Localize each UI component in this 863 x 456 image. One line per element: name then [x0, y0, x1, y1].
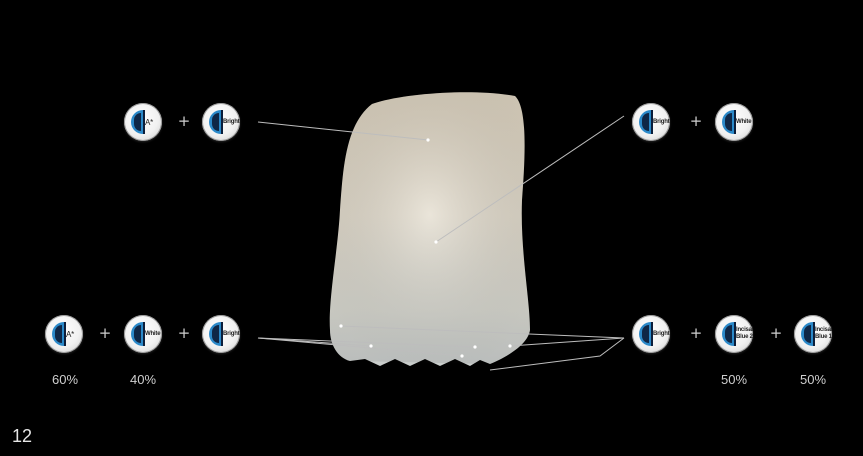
shade-swatch-icon	[52, 322, 66, 346]
ratio-label: 60%	[40, 372, 90, 387]
ratio-label: 40%	[118, 372, 168, 387]
plus-sign: +	[97, 324, 113, 342]
plus-sign: +	[176, 112, 192, 130]
shade-swatch-icon	[722, 110, 736, 134]
shade-swatch-icon	[639, 110, 653, 134]
shade-chip-bright: Bright	[632, 315, 670, 353]
shade-label: White	[736, 103, 753, 141]
shade-chip-bright: Bright	[202, 315, 240, 353]
plus-sign: +	[768, 324, 784, 342]
plus-sign: +	[688, 112, 704, 130]
shade-swatch-icon	[722, 322, 736, 346]
shade-swatch-icon	[209, 322, 223, 346]
shade-chip-incisal-blue-1: Incisal Blue 1	[794, 315, 832, 353]
ratio-label: 50%	[709, 372, 759, 387]
shade-label: White	[145, 315, 162, 353]
shade-label: Bright	[223, 315, 240, 353]
shade-label: A*	[145, 103, 162, 141]
shade-label: Bright	[653, 315, 670, 353]
ratio-label: 50%	[788, 372, 838, 387]
shade-label: Incisal Blue 2	[736, 315, 753, 353]
shade-swatch-icon	[209, 110, 223, 134]
shade-chip-a-star: A*	[45, 315, 83, 353]
shade-chip-white: White	[715, 103, 753, 141]
shade-chip-a-star: A*	[124, 103, 162, 141]
shade-chip-incisal-blue-2: Incisal Blue 2	[715, 315, 753, 353]
plus-sign: +	[688, 324, 704, 342]
shade-swatch-icon	[639, 322, 653, 346]
shade-chip-bright: Bright	[632, 103, 670, 141]
shade-swatch-icon	[131, 110, 145, 134]
shade-label: A*	[66, 315, 83, 353]
shade-chip-bright: Bright	[202, 103, 240, 141]
shade-swatch-icon	[131, 322, 145, 346]
shade-label: Incisal Blue 1	[815, 315, 832, 353]
page-number: 12	[12, 426, 32, 447]
shade-label: Bright	[223, 103, 240, 141]
plus-sign: +	[176, 324, 192, 342]
shade-swatch-icon	[801, 322, 815, 346]
shade-label: Bright	[653, 103, 670, 141]
shade-chip-white: White	[124, 315, 162, 353]
